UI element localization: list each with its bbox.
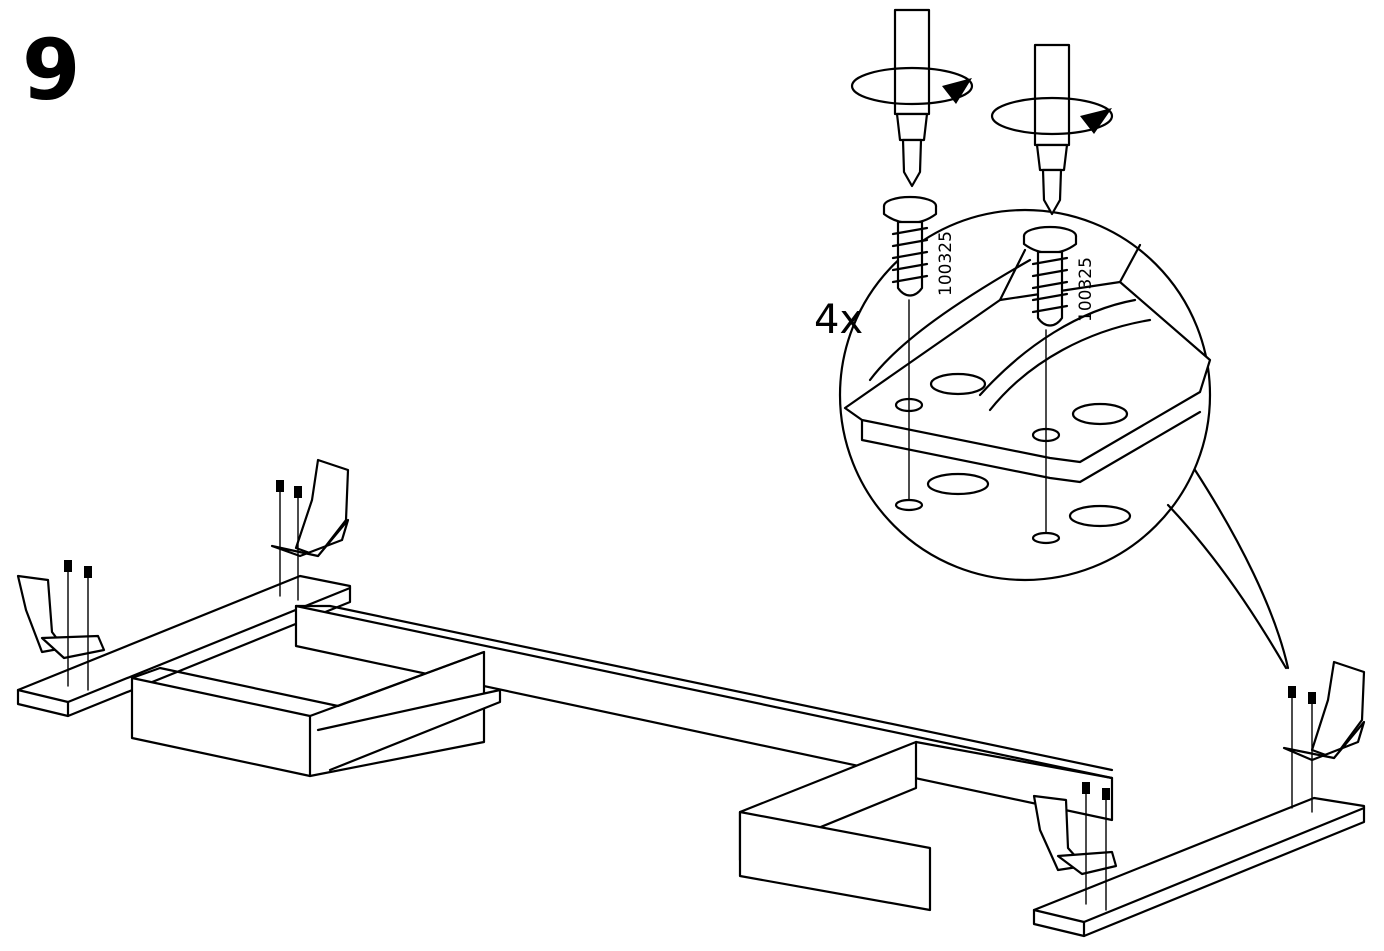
screw-thread xyxy=(891,226,929,284)
screwdriver-icon xyxy=(1033,43,1071,147)
quantity-label: 4x xyxy=(814,297,864,343)
center-top-edge xyxy=(914,740,1114,780)
left-drawer-top xyxy=(130,650,486,708)
detail-shading-curve xyxy=(868,258,1032,382)
screw-part-number: 100325 xyxy=(1076,257,1096,322)
callout-pointer-line xyxy=(1193,468,1290,670)
screw-icon xyxy=(276,480,284,492)
frame-assembly xyxy=(16,574,1366,938)
foot-bracket-base xyxy=(40,634,106,660)
clockwise-rotate-arrow-icon xyxy=(850,66,974,106)
screw-part-number: 100325 xyxy=(936,231,956,296)
left-foot-rail xyxy=(16,574,352,718)
drawer-runner xyxy=(316,688,502,772)
screw-icon xyxy=(1288,686,1296,698)
bracket-rib-2 xyxy=(978,298,1137,397)
screw-icon xyxy=(294,486,302,498)
foot-bracket-base xyxy=(1056,850,1118,876)
screwdriver-collar xyxy=(1035,143,1069,172)
screwdriver-collar xyxy=(895,112,929,142)
bracket-upright-edge xyxy=(998,248,1027,302)
step-number: 9 xyxy=(22,21,81,119)
screwdriver-bit xyxy=(901,138,923,188)
callout-pointer-line-2 xyxy=(1166,503,1288,670)
screw-icon xyxy=(1102,788,1110,800)
bracket-left xyxy=(16,560,106,691)
screw-icon xyxy=(1082,782,1090,794)
frame-pilot-hole xyxy=(1031,531,1061,545)
screwdriver-right xyxy=(990,43,1114,216)
bracket-mid-right xyxy=(1032,782,1118,911)
rotate-arrow-head xyxy=(942,78,972,104)
bracket-hole xyxy=(929,372,987,396)
frame-pilot-hole xyxy=(894,498,924,512)
screwdriver-left xyxy=(850,8,974,188)
screw-icon xyxy=(84,566,92,578)
frame-hole xyxy=(926,472,990,496)
detail-callout xyxy=(838,208,1290,670)
screw-thread xyxy=(1031,256,1069,314)
right-foot-rail xyxy=(1032,796,1366,938)
bracket-plate-edge xyxy=(860,410,1202,484)
frame-hole xyxy=(1068,504,1132,528)
screwdriver-icon xyxy=(893,8,931,116)
clockwise-rotate-arrow-icon xyxy=(990,96,1114,136)
bracket-upright-edge-2 xyxy=(1118,243,1142,284)
foot-bracket-base xyxy=(270,518,350,558)
screw-right xyxy=(1022,225,1078,327)
foot-bracket-base xyxy=(1282,720,1366,762)
screw-icon xyxy=(64,560,72,572)
center-front-panel xyxy=(738,810,932,912)
bracket-right xyxy=(1282,660,1366,813)
rotate-arrow-head xyxy=(1080,108,1112,134)
bracket-top-left xyxy=(270,458,350,601)
screw-left xyxy=(882,195,938,297)
long-side-panel-top xyxy=(294,604,1114,772)
screw-head-rim xyxy=(882,204,938,225)
bracket-rib-1 xyxy=(988,318,1152,412)
screwdriver-bit xyxy=(1041,168,1063,216)
screw-icon xyxy=(1308,692,1316,704)
bracket-hole xyxy=(1071,402,1129,426)
